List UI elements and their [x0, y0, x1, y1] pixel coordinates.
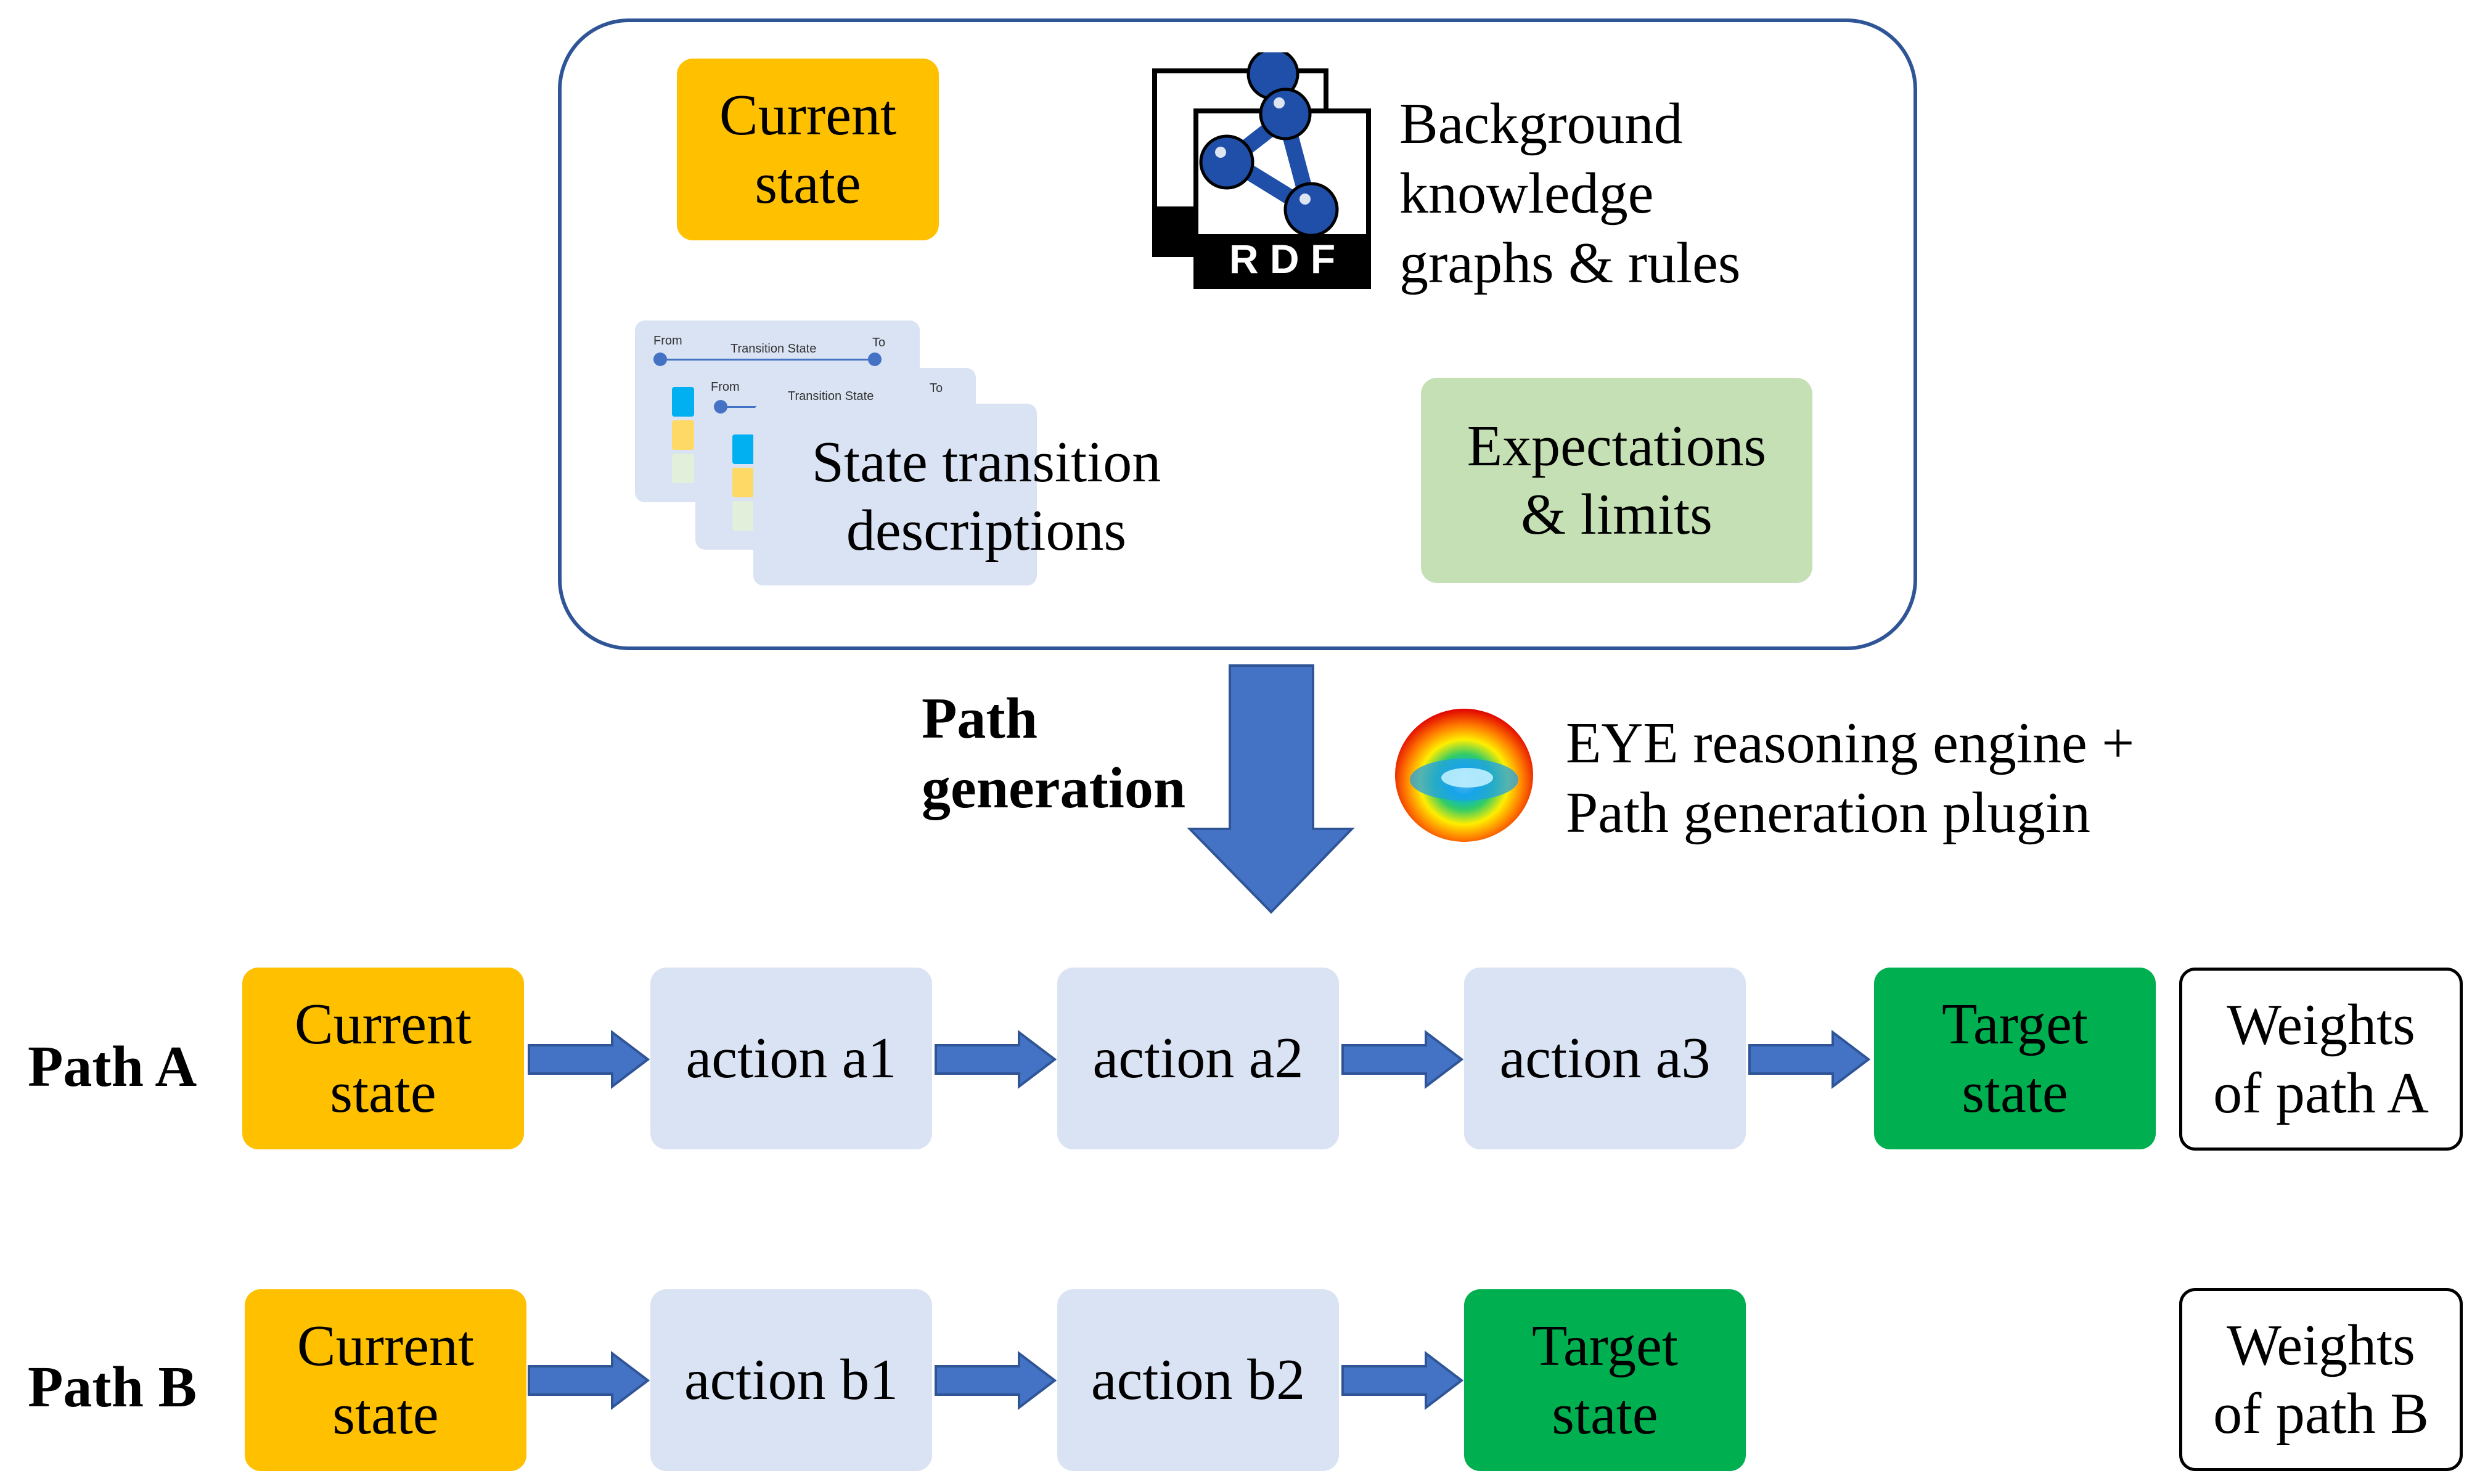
card-from-dot	[714, 400, 727, 414]
card-title-label: Transition State	[731, 342, 817, 356]
path-a-current-state: Current state	[242, 968, 524, 1149]
path-a-target-state: Target state	[1874, 968, 2156, 1149]
arrow-right-icon	[935, 1029, 1057, 1090]
arrow-right-icon	[1341, 1350, 1464, 1411]
card-swatch-yellow	[732, 468, 755, 497]
path-a-label: Path A	[28, 1035, 197, 1099]
path-a-weights: Weights of path A	[2179, 968, 2463, 1151]
arrow-right-icon	[1748, 1029, 1871, 1090]
path-a-action-3: action a3	[1464, 968, 1746, 1149]
path-b-current-state: Current state	[245, 1289, 526, 1471]
path-b-label: Path B	[28, 1355, 197, 1419]
rdf-logo-icon: R D F	[1150, 47, 1372, 290]
eye-engine-label: EYE reasoning engine + Path generation p…	[1566, 711, 2135, 845]
arrow-right-icon	[528, 1350, 650, 1411]
card-swatch-blue	[732, 434, 755, 464]
arrow-right-icon	[1341, 1029, 1464, 1090]
card-title-label: Transition State	[788, 389, 874, 403]
path-a-action-2: action a2	[1057, 968, 1339, 1149]
state-transition-label: State transition descriptions	[811, 430, 1161, 563]
expectations-limits-box: Expectations & limits	[1421, 378, 1812, 583]
card-swatch-green	[732, 501, 755, 531]
context-current-state: Current state	[677, 59, 939, 240]
card-timeline	[660, 359, 869, 361]
card-from-dot	[653, 353, 667, 366]
card-from-label: From	[711, 380, 740, 394]
state-transition-descriptions	[753, 404, 1037, 585]
path-b-action-1: action b1	[650, 1289, 932, 1471]
arrow-down-icon	[1187, 664, 1355, 914]
arrow-right-icon	[935, 1350, 1057, 1411]
rdf-logo-text: R D F	[1229, 236, 1335, 282]
background-knowledge-label: Background knowledge graphs & rules	[1399, 92, 1741, 295]
card-from-label: From	[653, 334, 682, 348]
path-b-target-state: Target state	[1464, 1289, 1746, 1471]
card-swatch-yellow	[672, 420, 694, 450]
card-swatch-green	[672, 454, 694, 483]
card-to-dot	[868, 353, 882, 366]
eye-engine-icon	[1390, 703, 1538, 844]
path-b-weights: Weights of path B	[2179, 1288, 2463, 1471]
path-b-action-2: action b2	[1057, 1289, 1339, 1471]
arrow-right-icon	[528, 1029, 650, 1090]
card-swatch-blue	[672, 387, 694, 417]
card-to-label: To	[930, 381, 943, 395]
path-generation-label: Path generation	[922, 687, 1186, 820]
card-to-label: To	[872, 336, 886, 349]
path-a-action-1: action a1	[650, 968, 932, 1149]
